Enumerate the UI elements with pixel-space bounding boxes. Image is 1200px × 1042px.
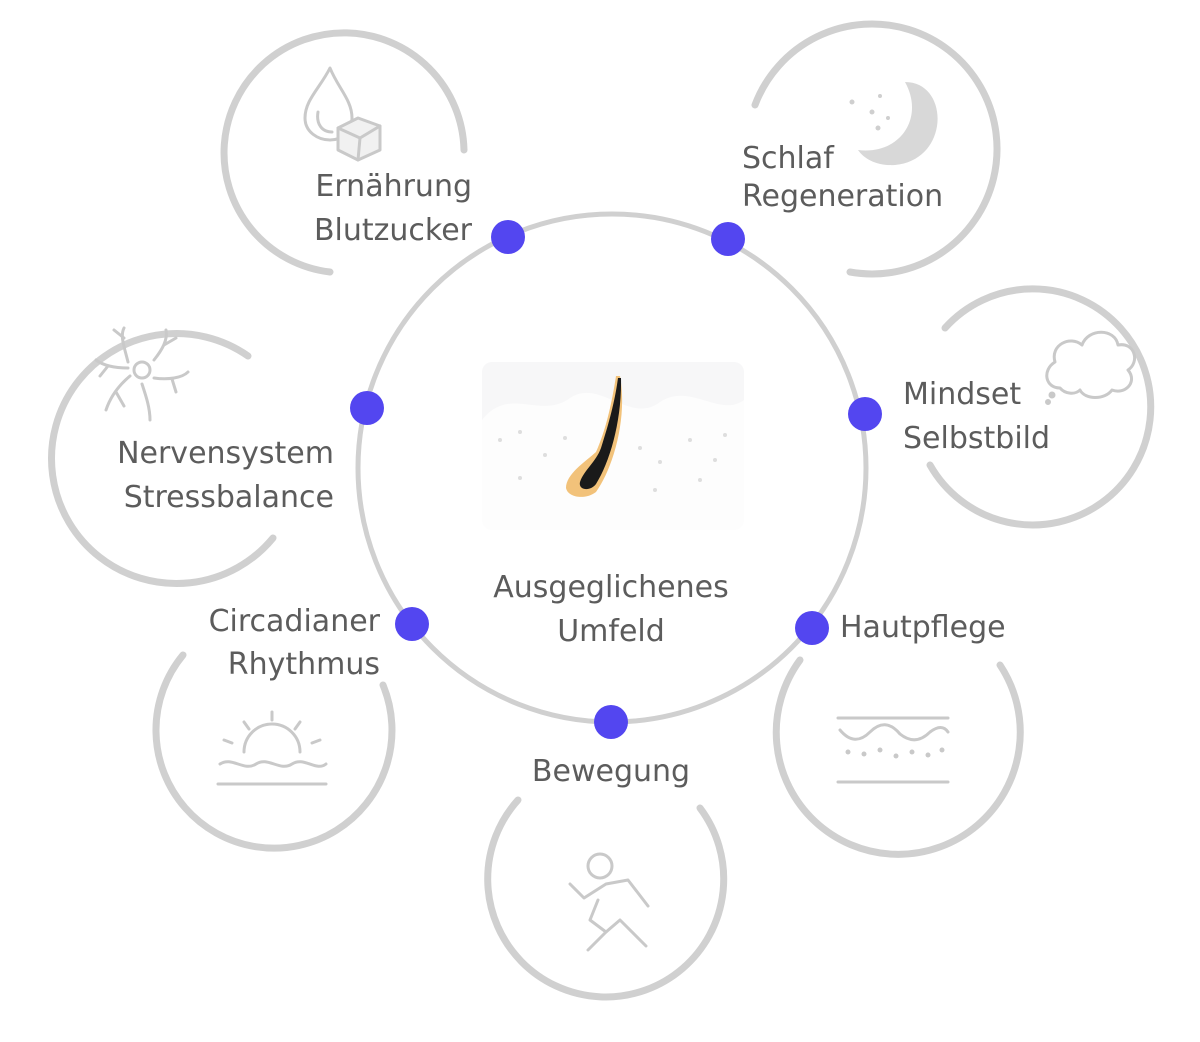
thought-cloud-icon [1045, 330, 1137, 405]
ring-nodes [350, 220, 882, 739]
center-label-line1: Ausgeglichenes [493, 570, 728, 605]
topic-arc-circadian [152, 651, 396, 852]
node-circadian[interactable] [395, 607, 429, 641]
topic-arc-bewegung [484, 796, 728, 1001]
topic-label-hautpflege: Hautpflege [840, 610, 1006, 645]
topic-label-nervensystem-1: Nervensystem [117, 436, 334, 471]
topic-label-mindset-2: Selbstbild [903, 421, 1050, 456]
node-schlaf[interactable] [711, 222, 745, 256]
topic-label-ernaehrung-1: Ernährung [315, 169, 472, 204]
node-nervensystem[interactable] [350, 391, 384, 425]
topic-arc-ernaehrung [220, 29, 468, 276]
node-mindset[interactable] [848, 397, 882, 431]
hair-follicle-illustration [482, 362, 744, 530]
node-bewegung[interactable] [594, 705, 628, 739]
topic-arc-nervensystem [48, 330, 277, 588]
topic-label-nervensystem-2: Stressbalance [124, 480, 334, 515]
node-hautpflege[interactable] [795, 611, 829, 645]
running-person-icon [568, 852, 650, 952]
topic-label-bewegung: Bewegung [532, 754, 690, 789]
topic-label-circadian-1: Circadianer [209, 604, 381, 639]
topic-arc-hautpflege [772, 656, 1024, 858]
skin-layers-icon [836, 716, 950, 784]
drop-and-sugar-cube-icon [303, 66, 382, 162]
topic-arc-schlaf [751, 20, 1001, 278]
topic-label-schlaf-1: Schlaf [742, 141, 835, 176]
moon-and-stars-icon [849, 82, 938, 166]
topic-label-schlaf-2: Regeneration [742, 179, 943, 214]
topic-arc-mindset [926, 285, 1155, 529]
center-label-line2: Umfeld [557, 614, 665, 649]
topic-label-circadian-2: Rhythmus [228, 647, 380, 682]
sunrise-icon [216, 710, 328, 786]
topic-label-mindset-1: Mindset [903, 377, 1021, 412]
topic-label-ernaehrung-2: Blutzucker [314, 213, 473, 248]
node-ernaehrung[interactable] [491, 220, 525, 254]
neuron-icon [94, 326, 190, 422]
